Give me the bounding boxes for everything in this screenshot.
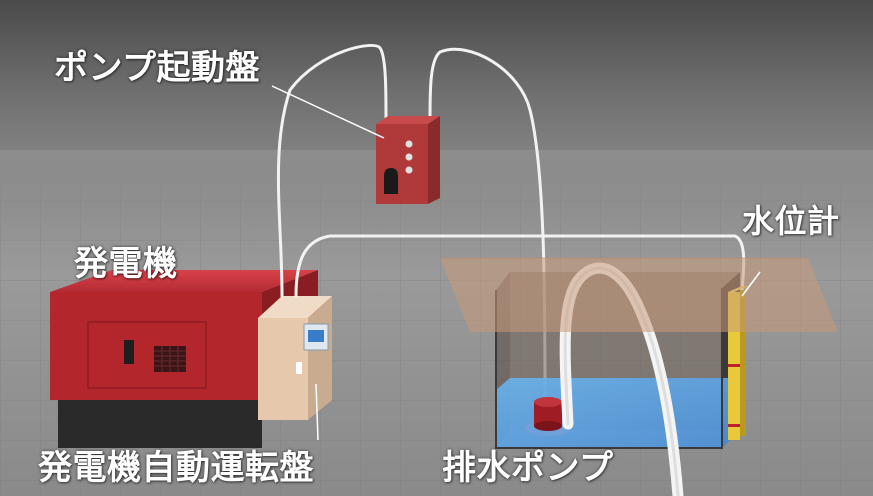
auto-operation-panel bbox=[258, 296, 332, 420]
leader-lines bbox=[271, 85, 761, 441]
transparent-cover bbox=[440, 257, 838, 332]
pump-start-panel bbox=[376, 116, 440, 204]
label-pump-start-panel: ポンプ起動盤 bbox=[54, 48, 260, 88]
label-generator: 発電機 bbox=[74, 244, 178, 284]
drainage-pump bbox=[524, 397, 572, 436]
label-water-level-gauge: 水位計 bbox=[742, 202, 840, 240]
generator-vent-grille bbox=[154, 346, 186, 372]
label-generator-auto-operation-panel: 発電機自動運転盤 bbox=[38, 448, 314, 488]
label-drainage-pump: 排水ポンプ bbox=[442, 448, 614, 488]
